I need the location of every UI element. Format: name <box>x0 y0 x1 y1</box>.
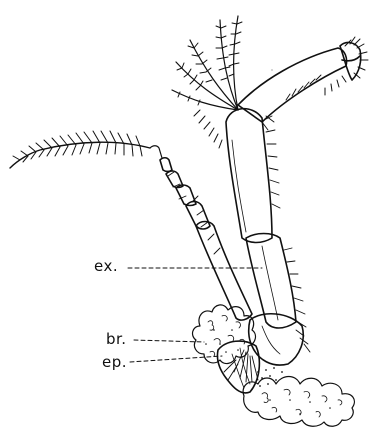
label-ex: ex. <box>94 259 118 274</box>
branchia <box>193 305 256 364</box>
long-upper-segment <box>226 109 272 243</box>
exopod <box>150 146 252 320</box>
basal-segment <box>249 314 304 365</box>
left-plumose-seta <box>10 131 150 168</box>
label-br: br. <box>106 332 127 347</box>
upper-setal-fan <box>172 16 242 148</box>
exopod-bristles <box>168 172 220 254</box>
segment-right-bristles <box>262 70 321 208</box>
label-ep: ep. <box>102 355 127 370</box>
lower-branchial-mass <box>243 377 354 427</box>
br-leader-line <box>134 340 204 342</box>
upper-distal-segment <box>238 43 361 122</box>
lower-segment-bristles <box>284 248 310 352</box>
